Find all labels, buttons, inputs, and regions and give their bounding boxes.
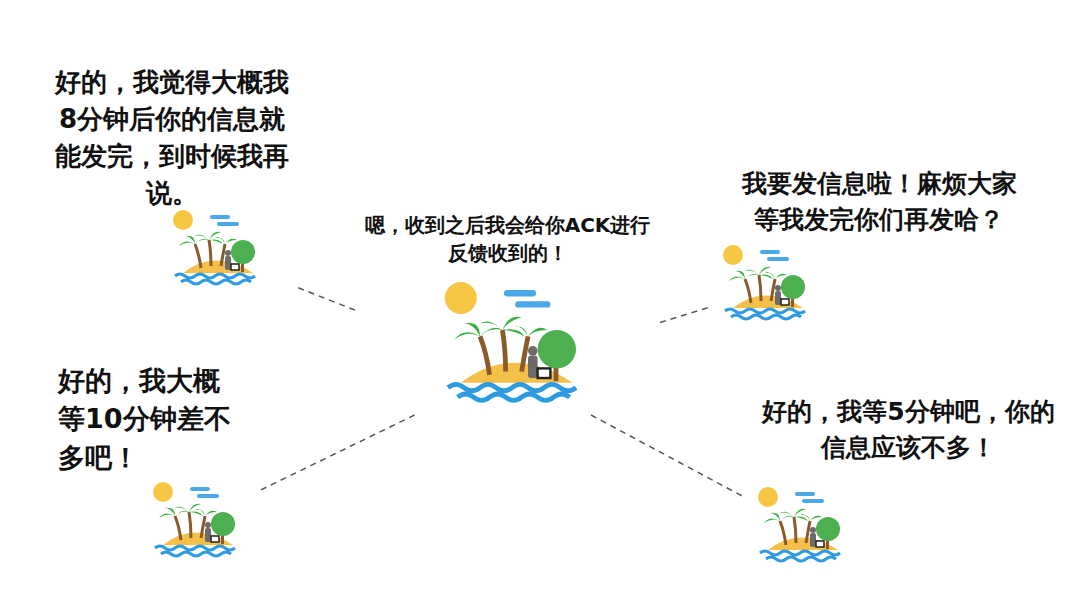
dashed-link bbox=[591, 415, 745, 498]
message-text: 好的，我等5分钟吧，你的信息应该不多！ bbox=[761, 394, 1056, 465]
message-text: 我要发信息啦！麻烦大家等我发完你们再发哈？ bbox=[734, 166, 1024, 237]
center-island bbox=[445, 282, 576, 400]
dashed-link bbox=[298, 288, 355, 310]
island bbox=[153, 482, 235, 556]
dashed-link bbox=[660, 307, 710, 323]
island-message: 好的，我觉得大概我8分钟后你的信息就能发完，到时候我再说。 bbox=[48, 60, 298, 296]
message-text: 好的，我大概等10分钟差不多吧！ bbox=[58, 362, 238, 477]
island-message: 嗯，收到之后我会给你ACK进行反馈收到的！ bbox=[355, 205, 660, 415]
island-message: 好的，我等5分钟吧，你的信息应该不多！ bbox=[745, 390, 1065, 570]
island bbox=[173, 210, 255, 284]
dashed-link bbox=[257, 415, 415, 492]
island-message: 我要发信息啦！麻烦大家等我发完你们再发哈？ bbox=[710, 162, 1040, 330]
message-text: 好的，我觉得大概我8分钟后你的信息就能发完，到时候我再说。 bbox=[52, 64, 292, 212]
island bbox=[723, 245, 805, 319]
island bbox=[758, 487, 840, 561]
message-text: 嗯，收到之后我会给你ACK进行反馈收到的！ bbox=[359, 211, 656, 268]
island-message: 好的，我大概等10分钟差不多吧！ bbox=[52, 358, 257, 562]
